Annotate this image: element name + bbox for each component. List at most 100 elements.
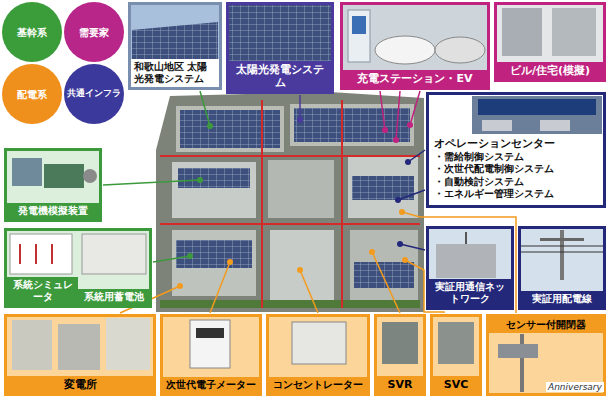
photo-ground xyxy=(430,314,482,396)
equipment-box: 次世代電子メーター xyxy=(160,314,262,396)
ev-car xyxy=(375,36,435,64)
cabinet xyxy=(552,8,596,56)
label-strip: ビル/住宅(模擬) xyxy=(497,62,603,79)
system-item: ・需給制御システム xyxy=(434,151,599,164)
label-strip: 実証用配電線 xyxy=(521,291,603,307)
equipment-box: 実証用配電線 xyxy=(518,226,606,310)
equipment-box: 発電機模擬装置 xyxy=(4,148,102,222)
roof-solar-panels xyxy=(354,262,414,288)
category-circle: 需要家 xyxy=(64,2,124,62)
category-circle: 共通インフラ xyxy=(64,64,124,124)
label-strip: 和歌山地区 太陽光発電システム xyxy=(131,59,219,87)
label-strip: 発電機模擬装置 xyxy=(7,203,99,219)
photo-ground xyxy=(4,228,152,308)
substation-unit xyxy=(106,318,150,370)
label-strip: 系統用蓄電池 xyxy=(78,289,149,305)
leader-dot xyxy=(407,122,413,128)
box-label: コンセントレーター xyxy=(272,379,364,391)
substation-unit xyxy=(12,320,52,370)
roof-solar-panels xyxy=(178,168,250,188)
label-strip: センサー付開閉器 xyxy=(489,317,603,333)
leader-dot xyxy=(393,137,399,143)
box-label: 実証用配電線 xyxy=(524,293,600,305)
charger-panel xyxy=(352,16,366,34)
system-list: オペレーションセンター・需給制御システム・次世代配電制御システム・自動検討システ… xyxy=(434,137,599,201)
equipment-box: 和歌山地区 太陽光発電システム xyxy=(128,2,222,90)
label-strip: 次世代電子メーター xyxy=(163,377,259,393)
equipment-box: 実証用通信ネットワーク xyxy=(426,226,514,310)
generator-machine xyxy=(12,158,42,186)
smart-meter xyxy=(190,320,230,368)
roof-solar-panels xyxy=(176,240,252,268)
label-strip: 系統シミュレータ xyxy=(7,277,78,305)
category-circle: 基幹系 xyxy=(2,2,62,62)
simulator-lines xyxy=(20,244,52,264)
leader-line xyxy=(200,91,210,126)
photo-ground xyxy=(426,92,606,208)
equipment-box: 充電ステーション・EV xyxy=(340,2,490,90)
box-label: 次世代電子メーター xyxy=(166,379,256,391)
leader-dot xyxy=(297,117,303,123)
box-label: ビル/住宅(模擬) xyxy=(500,64,600,77)
video-wall xyxy=(478,99,596,115)
label-strip: コンセントレーター xyxy=(269,377,367,393)
simulator-panel xyxy=(10,234,72,274)
leader-dot xyxy=(297,267,303,273)
leader-dot xyxy=(405,159,411,165)
concentrator-box xyxy=(292,322,346,364)
box-label: 系統シミュレータ xyxy=(10,279,75,303)
label-strip: SVR xyxy=(377,376,423,393)
control-room xyxy=(472,96,602,134)
leader-dot xyxy=(197,177,203,183)
equipment-box: SVR xyxy=(374,314,426,396)
factory-roof xyxy=(176,106,284,152)
photo-sky xyxy=(518,226,606,310)
system-item: ・次世代配電制御システム xyxy=(434,163,599,176)
roof-solar-panels xyxy=(294,108,410,142)
factory-roof xyxy=(348,156,418,218)
factory-roof xyxy=(350,230,418,302)
leader-dot xyxy=(369,249,375,255)
box-label: 実証用通信ネットワーク xyxy=(432,281,508,305)
building xyxy=(436,244,496,278)
photo-sky xyxy=(128,2,222,90)
leader-dot xyxy=(177,283,183,289)
photo-ground xyxy=(340,2,490,90)
sensor-switch xyxy=(498,344,538,358)
roof-solar-panels xyxy=(180,110,280,148)
ev-car xyxy=(435,37,485,63)
box-label: 太陽光発電システム xyxy=(232,63,328,89)
photo-sky xyxy=(426,226,514,310)
box-label: 和歌山地区 太陽光発電システム xyxy=(134,61,216,85)
equipment-box: SVC xyxy=(430,314,482,396)
box-label: SVR xyxy=(380,378,420,391)
leader-dot xyxy=(187,253,193,259)
factory-roof xyxy=(270,230,334,302)
operator-desk xyxy=(482,120,512,131)
system-item: ・エネルギー管理システム xyxy=(434,188,599,201)
photo-ground xyxy=(494,2,606,82)
utility-pole xyxy=(520,334,524,392)
svc-unit xyxy=(438,322,474,364)
photo-ground xyxy=(4,314,156,396)
leader-dot xyxy=(382,127,388,133)
leader-dot xyxy=(227,259,233,265)
leader-dots xyxy=(177,117,413,289)
system-item: ・自動検討システム xyxy=(434,176,599,189)
leader-line xyxy=(402,212,516,313)
equipment-box: 変電所 xyxy=(4,314,156,396)
operator-desk xyxy=(540,120,570,131)
equipment-box: 系統シミュレータ系統用蓄電池 xyxy=(4,228,152,308)
charger-unit xyxy=(348,10,370,62)
equipment-box: コンセントレーター xyxy=(266,314,370,396)
leader-line xyxy=(398,150,425,200)
battery-cabinet xyxy=(82,234,146,274)
leader-dot xyxy=(402,257,408,263)
photo-solar-array xyxy=(226,2,334,94)
label-strip: 実証用通信ネットワーク xyxy=(429,279,511,307)
category-label: 需要家 xyxy=(79,27,109,38)
factory-roof xyxy=(290,104,414,146)
category-label: 共通インフラ xyxy=(67,89,121,99)
leader-line xyxy=(120,252,400,313)
